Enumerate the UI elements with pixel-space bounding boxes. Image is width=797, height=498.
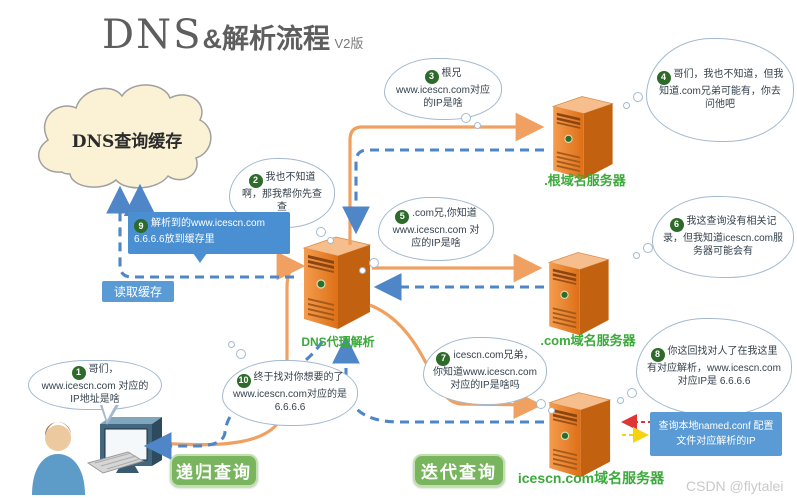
page-title: DNS&解析流程 V2版	[102, 12, 363, 58]
bubble-text-4: 哥们，我也不知道，但我知道.com兄弟可能有，你去问他吧	[659, 69, 784, 111]
step-badge-2: 2	[248, 174, 263, 189]
bubble-tail-puff	[627, 388, 637, 398]
bubble-tail-puff	[633, 252, 640, 259]
watermark: CSDN @flytalei	[686, 478, 784, 494]
bubble-text-3: 根兄 www.icescn.com对应的IP是啥	[396, 68, 490, 110]
bubble-text-10: 终于找对你想要的了 www.icescn.com对应的是6.6.6.6	[233, 372, 347, 414]
bubble-text-1: 哥们， www.icescn.com 对应的IP地址是啥	[41, 364, 149, 406]
step-badge-5: 5	[395, 210, 410, 225]
bubble-content: 5.com兄,你知道 www.icescn.com 对应的IP是啥	[388, 207, 484, 250]
bubble-tail-puff	[536, 399, 546, 409]
bubble-tail-puff	[548, 407, 555, 414]
bubble-tail-puff	[359, 267, 366, 274]
step-badge-9: 9	[134, 219, 148, 234]
keyboard	[86, 451, 145, 474]
bubble-text-6: 我这查询没有相关记录，但我知道icescn.com服务器可能会有	[662, 216, 783, 258]
bubble-tail-puff	[369, 258, 379, 268]
com-dns-server	[548, 251, 610, 336]
bubble-text-2: 我也不知道啊，那我帮你先查查	[242, 172, 322, 214]
cache-store-box-tail	[193, 253, 207, 263]
bubble-tail-puff	[236, 349, 246, 359]
user-person	[32, 421, 85, 495]
step-badge-7: 7	[436, 352, 451, 367]
bubble-text-5: .com兄,你知道 www.icescn.com 对应的IP是啥	[392, 208, 480, 250]
arrow-icescn-to-proxy	[332, 335, 544, 424]
step-badge-6: 6	[669, 218, 684, 233]
step-badge-10: 10	[236, 374, 251, 389]
bubble-tail-puff	[617, 397, 624, 404]
title-dns: DNS	[102, 12, 203, 58]
icescn-server-label: icescn.com域名服务器	[517, 470, 665, 486]
bubble-text-8: 你这回找对人了在我这里有对应解析，www.icescn.com 对应IP是 6.…	[647, 346, 781, 388]
step-badge-8: 8	[650, 348, 665, 363]
proxy-server-label: DNS代理解析	[301, 335, 375, 349]
bubble-tail-puff	[461, 113, 471, 123]
bubble-tail-puff	[228, 341, 235, 348]
cache-store-text: 解析到的www.icescn.com 6.6.6.6放到缓存里	[134, 218, 265, 246]
bubble-text-7: icescn.com兄弟，你知道www.icescn.com对应的IP是啥吗	[433, 350, 537, 392]
speech-tail-fill	[102, 404, 116, 420]
root-dns-server	[552, 95, 614, 180]
recursive-query-label: 递归查询	[170, 454, 258, 487]
title-version: V2版	[334, 36, 364, 51]
read-cache-label: 读取缓存	[102, 281, 174, 302]
arrow-proxy-read-cache	[106, 185, 294, 279]
thought-bubble-5: 5.com兄,你知道 www.icescn.com 对应的IP是啥	[378, 197, 494, 261]
bubble-tail-puff	[623, 102, 630, 109]
root-server-label: .根域名服务器	[544, 173, 626, 188]
icescn-dns-server	[548, 392, 611, 478]
step-badge-3: 3	[424, 70, 439, 85]
dns-cache-cloud	[37, 84, 212, 189]
step-badge-4: 4	[656, 71, 671, 86]
bubble-tail-puff	[643, 243, 653, 253]
namedconf-note-box: 查询本地named.conf 配置文件对应解析的IP	[650, 412, 782, 456]
step-badge-1: 1	[71, 366, 86, 381]
bubble-tail-puff	[327, 237, 334, 244]
iterative-query-label: 迭代查询	[413, 454, 505, 487]
dns-proxy-server	[303, 236, 371, 330]
response-arrows	[106, 148, 544, 460]
bubble-tail-puff	[474, 122, 481, 129]
bubble-tail-puff	[633, 92, 643, 102]
arrow-proxy-to-client	[143, 341, 324, 460]
title-rest: &解析流程	[202, 24, 330, 54]
dns-cache-label: DNS查询缓存	[71, 132, 183, 152]
bubble-tail-puff	[316, 227, 326, 237]
arrow-proxy-to-root	[348, 112, 545, 245]
com-server-label: .com域名服务器	[540, 333, 636, 348]
arrow-root-to-proxy	[342, 148, 544, 235]
